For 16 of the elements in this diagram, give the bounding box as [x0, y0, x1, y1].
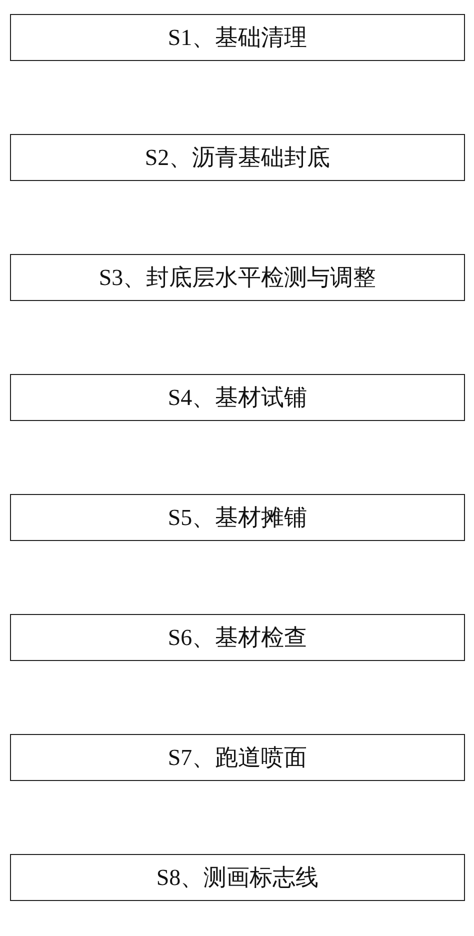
step-label: S8、测画标志线: [156, 864, 319, 892]
step-box: [10, 254, 465, 301]
step-label: S3、封底层水平检测与调整: [98, 264, 376, 292]
step-box: [10, 14, 465, 61]
step-box: [10, 854, 465, 901]
step-box: [10, 494, 465, 541]
step-label: S7、跑道喷面: [168, 744, 308, 772]
step-box: [10, 134, 465, 181]
step-box: [10, 734, 465, 781]
step-box: [10, 374, 465, 421]
step-label: S4、基材试铺: [168, 384, 308, 412]
step-label: S5、基材摊铺: [168, 504, 308, 532]
step-label: S1、基础清理: [168, 24, 308, 52]
step-label: S2、沥青基础封底: [144, 144, 330, 172]
step-label: S6、基材检查: [168, 624, 308, 652]
step-box: [10, 614, 465, 661]
